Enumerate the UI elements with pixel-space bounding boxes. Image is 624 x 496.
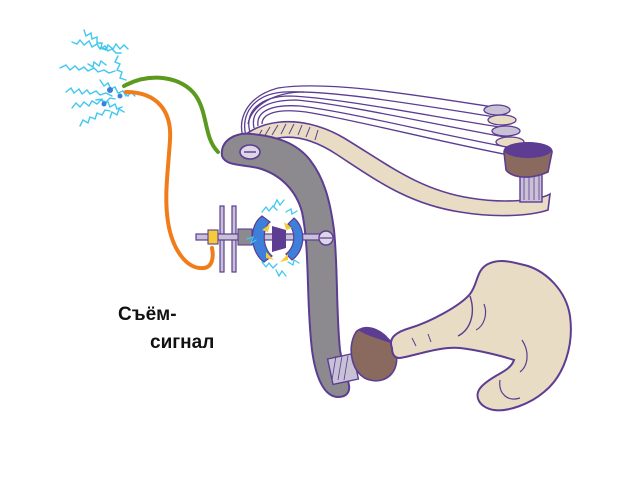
green-wire	[122, 75, 220, 154]
spring-fingers-icon	[240, 85, 515, 157]
caption-line-1: Съём-	[118, 304, 177, 325]
finger-tip-discs	[483, 104, 525, 148]
gray-lever	[220, 132, 351, 398]
wire-end-spark-icon	[59, 29, 136, 127]
beige-blade	[230, 120, 551, 217]
contact-spark-icon	[246, 198, 300, 278]
contact-spark-yellow	[262, 222, 292, 262]
lower-button-icon	[326, 326, 398, 386]
lever-bolt-icon	[239, 144, 261, 160]
wire-end-dots	[101, 87, 123, 107]
pointing-hand-icon	[390, 259, 572, 412]
contact-assembly	[195, 205, 334, 273]
upper-button-icon	[503, 142, 553, 203]
orange-wire	[124, 90, 215, 271]
caption-line-2: сигнал	[150, 332, 215, 353]
